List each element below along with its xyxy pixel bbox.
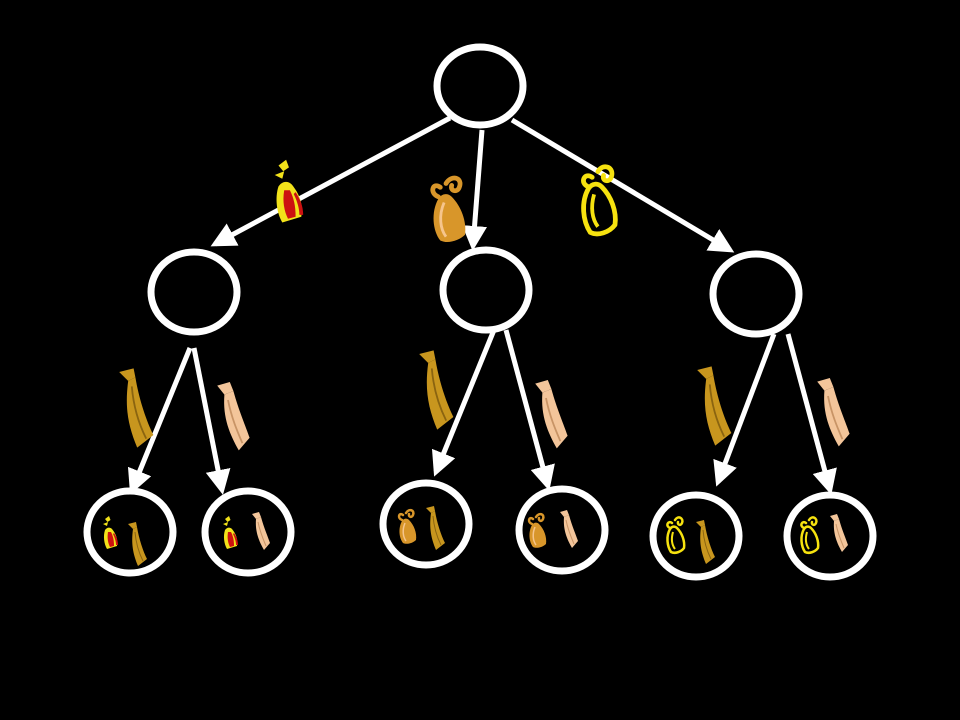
leaf-4: [515, 485, 609, 575]
red-bowtie-icon: [103, 516, 118, 549]
leaf-5-contents: [666, 516, 716, 565]
leaf-2: [201, 487, 295, 577]
peach-necktie-icon: [829, 513, 849, 553]
leaf-5: [649, 491, 743, 581]
node-right: [709, 250, 803, 338]
leaf-1-contents: [103, 516, 148, 567]
edge-middle-leaf4: [503, 329, 555, 491]
edges-level1: [210, 115, 735, 253]
red-bowtie-icon: [223, 516, 238, 549]
edge-middle-leaf3: [431, 329, 497, 477]
dark-gold-necktie-icon: [696, 365, 733, 447]
peach-necktie-icon: [216, 381, 251, 452]
edge-left-leaf1: [127, 347, 193, 495]
edges-level2: [127, 329, 837, 495]
edge-root-middle: [462, 129, 488, 251]
leaf-2-contents: [223, 511, 271, 551]
peach-necktie-icon: [559, 509, 579, 549]
leaf-4-contents: [527, 509, 579, 550]
leaf-6-contents: [800, 513, 849, 555]
tan-bowtie-icon: [527, 512, 548, 550]
nodes: [83, 43, 877, 581]
edge-root-right: [510, 117, 735, 253]
leaf-1: [83, 487, 177, 577]
tan-bowtie-icon: [397, 508, 418, 546]
red-bowtie-icon: [274, 159, 304, 223]
leaf-3-contents: [397, 505, 446, 551]
dark-gold-necktie-icon: [118, 367, 155, 449]
edge-right-leaf6: [785, 333, 837, 495]
yellow-bowtie-icon: [666, 516, 686, 555]
leaf-6: [783, 491, 877, 581]
yellow-bowtie-icon: [583, 167, 615, 234]
root-node: [433, 43, 527, 129]
dark-gold-necktie-icon: [418, 349, 455, 431]
dark-gold-necktie-icon: [127, 521, 148, 567]
yellow-bowtie-icon: [800, 516, 820, 555]
leaf-3: [379, 479, 473, 569]
dark-gold-necktie-icon: [425, 505, 446, 551]
peach-necktie-icon: [816, 377, 851, 448]
node-left: [147, 248, 241, 336]
tan-bowtie-icon: [433, 178, 466, 242]
peach-necktie-icon: [251, 511, 271, 551]
edge-right-leaf5: [713, 333, 777, 487]
edge-left-leaf2: [191, 347, 231, 495]
edge-root-left: [210, 115, 452, 247]
dark-gold-necktie-icon: [695, 519, 716, 565]
node-middle: [439, 246, 533, 334]
peach-necktie-icon: [534, 379, 569, 450]
